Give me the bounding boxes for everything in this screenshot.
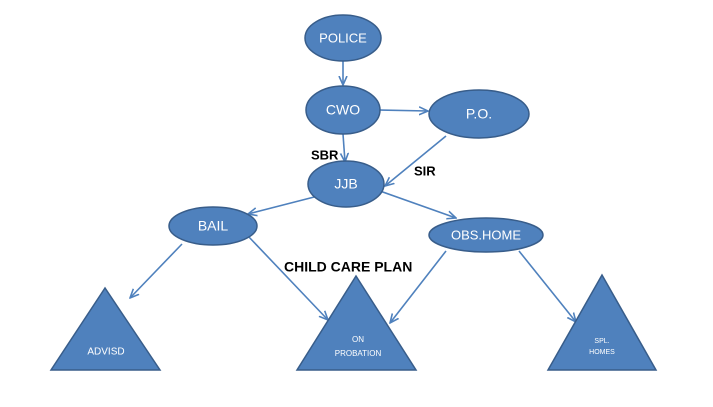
node-bail-shape [168, 206, 258, 246]
node-cwo-shape [305, 85, 381, 135]
edge-jjb-obshome [379, 190, 456, 218]
node-po: P.O. [428, 89, 530, 139]
edges [130, 61, 576, 323]
node-cwo-label: CWO [326, 102, 360, 118]
edge-obshome-splhomes [518, 250, 576, 322]
node-spl-homes-label-1: SPL. [594, 338, 609, 345]
edge-label-sir: SIR [414, 163, 436, 178]
node-obs-home: OBS.HOME [428, 217, 544, 253]
edge-bail-advisd [130, 243, 183, 298]
node-on-probation-shape [295, 274, 418, 371]
node-cwo: CWO [305, 85, 381, 135]
edge-label-sbr: SBR [311, 147, 339, 162]
node-police: POLICE [304, 14, 382, 62]
node-spl-homes: SPL. HOMES [546, 273, 658, 371]
node-spl-homes-label-2: HOMES [589, 349, 615, 356]
node-obs-home-label: OBS.HOME [451, 227, 521, 242]
node-advisd-shape [49, 286, 162, 371]
node-jjb-shape [307, 160, 385, 208]
node-advisd-label: ADVISD [87, 347, 124, 358]
edge-obshome-onprobation [390, 250, 447, 323]
edge-jjb-bail [248, 194, 323, 214]
node-po-shape [428, 89, 530, 139]
node-on-probation-label-2: PROBATION [335, 349, 382, 358]
node-obs-home-shape [428, 217, 544, 253]
node-on-probation: ON PROBATION [295, 274, 418, 371]
node-police-shape [304, 14, 382, 62]
edge-label-child-care-plan: CHILD CARE PLAN [284, 259, 412, 275]
node-po-label: P.O. [466, 106, 492, 122]
edge-cwo-po [379, 110, 428, 111]
edge-po-jjb [385, 135, 447, 186]
node-bail: BAIL [168, 206, 258, 246]
node-advisd: ADVISD [49, 286, 162, 371]
edge-cwo-jjb [343, 133, 345, 162]
node-police-label: POLICE [319, 30, 367, 45]
node-on-probation-label-1: ON [352, 335, 364, 344]
node-spl-homes-shape [546, 273, 658, 371]
node-jjb-label: JJB [334, 176, 357, 192]
node-bail-label: BAIL [198, 218, 229, 234]
node-jjb: JJB [307, 160, 385, 208]
edge-bail-onprobation [247, 235, 328, 320]
